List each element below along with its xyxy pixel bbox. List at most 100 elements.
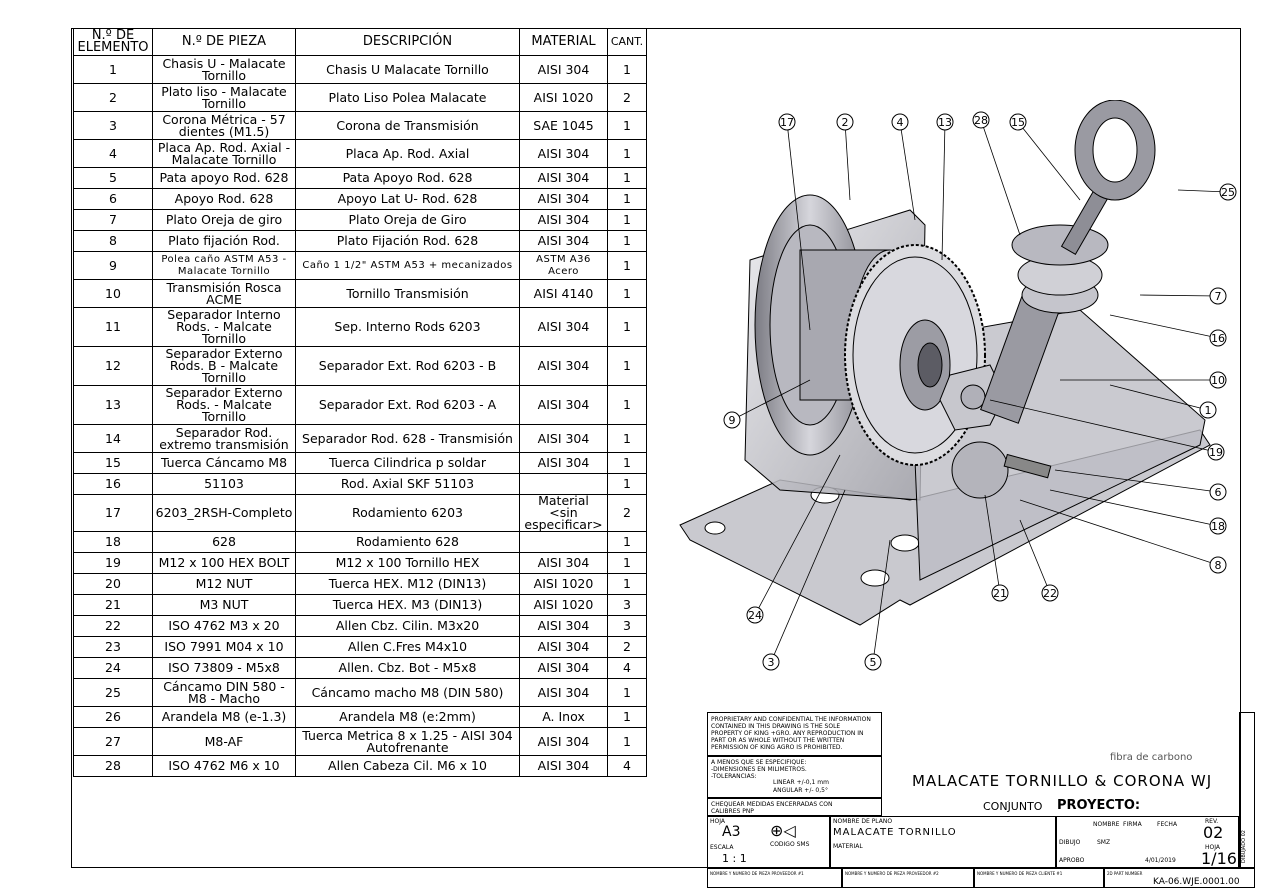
bom-cell-part-number: Polea caño ASTM A53 - Malacate Tornillo — [152, 251, 296, 280]
leader-line — [770, 489, 846, 663]
balloon-8: 8 — [1019, 499, 1227, 574]
bom-cell-part-number: Cáncamo DIN 580 - M8 - Macho — [152, 678, 296, 707]
bom-cell-material: AISI 304 — [519, 188, 608, 210]
bom-cell-material — [519, 531, 608, 553]
balloon-label: 17 — [780, 116, 794, 129]
bom-cell-description: Chasis U Malacate Tornillo — [295, 55, 520, 84]
bom-cell-material: AISI 4140 — [519, 279, 608, 308]
balloon-13: 13 — [936, 113, 954, 261]
bom-cell-quantity: 3 — [607, 615, 647, 637]
bom-cell-quantity: 1 — [607, 346, 647, 386]
bom-cell-item-number: 27 — [73, 727, 153, 756]
plano-label: NOMBRE DE PLANO — [833, 818, 893, 825]
supplier-1-box: NOMBRE Y NUMERO DE PIEZA PROVEEDOR #1 — [707, 868, 842, 888]
bom-cell-description: Separador Rod. 628 - Transmisión — [295, 424, 520, 453]
bom-cell-quantity: 1 — [607, 279, 647, 308]
header-item: N.º DE ELEMENTO — [73, 28, 153, 56]
bom-cell-description: Rodamiento 6203 — [295, 494, 520, 532]
bom-cell-description: Tornillo Transmisión — [295, 279, 520, 308]
bom-cell-item-number: 16 — [73, 473, 153, 495]
proprietary-line: PART OR AS WHOLE WITHOUT THE WRITTEN — [711, 737, 845, 744]
balloon-24: 24 — [746, 454, 841, 624]
bom-cell-description: Allen C.Fres M4x10 — [295, 636, 520, 658]
revision-value: 02 — [1203, 823, 1224, 842]
bom-cell-description: Sep. Interno Rods 6203 — [295, 307, 520, 347]
fecha-label: FECHA — [1157, 821, 1178, 828]
tolerance-angular: ANGULAR +/- 0,5° — [773, 787, 828, 794]
balloon-circle — [746, 606, 764, 624]
balloon-circle — [1209, 371, 1227, 389]
bom-cell-description: Arandela M8 (e:2mm) — [295, 706, 520, 728]
codigo-label: CODIGO SMS — [770, 841, 810, 848]
balloon-circle — [936, 113, 954, 131]
dibujo-label: DIBUJO — [1059, 839, 1081, 846]
supplier-2-label: NOMBRE Y NUMERO DE PIEZA PROVEEDOR #2 — [845, 871, 939, 876]
balloon-label: 22 — [1043, 587, 1057, 600]
bom-cell-material: AISI 304 — [519, 552, 608, 574]
balloon-7: 7 — [1139, 287, 1227, 305]
leader-line — [754, 454, 841, 616]
hoja-label: HOJA — [710, 818, 726, 825]
leader-line — [899, 121, 916, 221]
bom-cell-description: Rod. Axial SKF 51103 — [295, 473, 520, 495]
sheet-size: A3 — [722, 824, 741, 840]
balloon-circle — [1209, 556, 1227, 574]
balloon-label: 15 — [1011, 116, 1025, 129]
bom-cell-part-number: Tuerca Cáncamo M8 — [152, 452, 296, 474]
balloon-label: 4 — [897, 116, 904, 129]
bom-cell-description: Pata Apoyo Rod. 628 — [295, 167, 520, 189]
balloon-5: 5 — [864, 539, 891, 671]
bom-cell-material: AISI 304 — [519, 139, 608, 168]
balloon-21: 21 — [984, 494, 1009, 602]
bom-cell-item-number: 22 — [73, 615, 153, 637]
leader-line — [1019, 499, 1219, 566]
bom-cell-material: AISI 304 — [519, 346, 608, 386]
bom-cell-material — [519, 473, 608, 495]
bom-cell-item-number: 17 — [73, 494, 153, 532]
bom-cell-part-number: Separador Interno Rods. - Malcate Tornil… — [152, 307, 296, 347]
bom-cell-description: Corona de Transmisión — [295, 111, 520, 140]
balloon-15: 15 — [1009, 113, 1081, 201]
proprietary-line: PROPERTY OF KING +GRO. ANY REPRODUCTION … — [711, 730, 864, 737]
bom-cell-description: Allen. Cbz. Bot - M5x8 — [295, 657, 520, 679]
balloon-circle — [1209, 483, 1227, 501]
bom-cell-material: SAE 1045 — [519, 111, 608, 140]
balloon-circle — [991, 584, 1009, 602]
header-description: DESCRIPCIÓN — [295, 28, 520, 56]
customer-box: NOMBRE Y NUMERO DE PIEZA CLIENTE #1 — [974, 868, 1104, 888]
bom-cell-item-number: 12 — [73, 346, 153, 386]
balloon-circle — [1207, 443, 1225, 461]
bom-cell-item-number: 15 — [73, 452, 153, 474]
bom-cell-quantity: 1 — [607, 678, 647, 707]
scale-value: 1 : 1 — [722, 852, 747, 865]
proprietary-line: PROPRIETARY AND CONFIDENTIAL THE INFORMA… — [711, 716, 871, 723]
bom-cell-description: Placa Ap. Rod. Axial — [295, 139, 520, 168]
balloon-label: 10 — [1211, 374, 1225, 387]
bom-cell-description: Plato Fijación Rod. 628 — [295, 230, 520, 252]
bom-cell-item-number: 5 — [73, 167, 153, 189]
drawer-name: SMZ — [1097, 839, 1111, 846]
bom-cell-material: AISI 304 — [519, 657, 608, 679]
bom-cell-quantity: 1 — [607, 55, 647, 84]
part-number-box: 2D PART NUMBER KA-06.WJE.0001.00 — [1104, 868, 1255, 888]
balloon-3: 3 — [762, 489, 846, 671]
supplier-1-label: NOMBRE Y NUMERO DE PIEZA PROVEEDOR #1 — [710, 871, 804, 876]
bom-cell-description: Separador Ext. Rod 6203 - B — [295, 346, 520, 386]
bom-cell-item-number: 8 — [73, 230, 153, 252]
balloon-label: 28 — [974, 114, 988, 127]
bom-cell-item-number: 28 — [73, 755, 153, 777]
